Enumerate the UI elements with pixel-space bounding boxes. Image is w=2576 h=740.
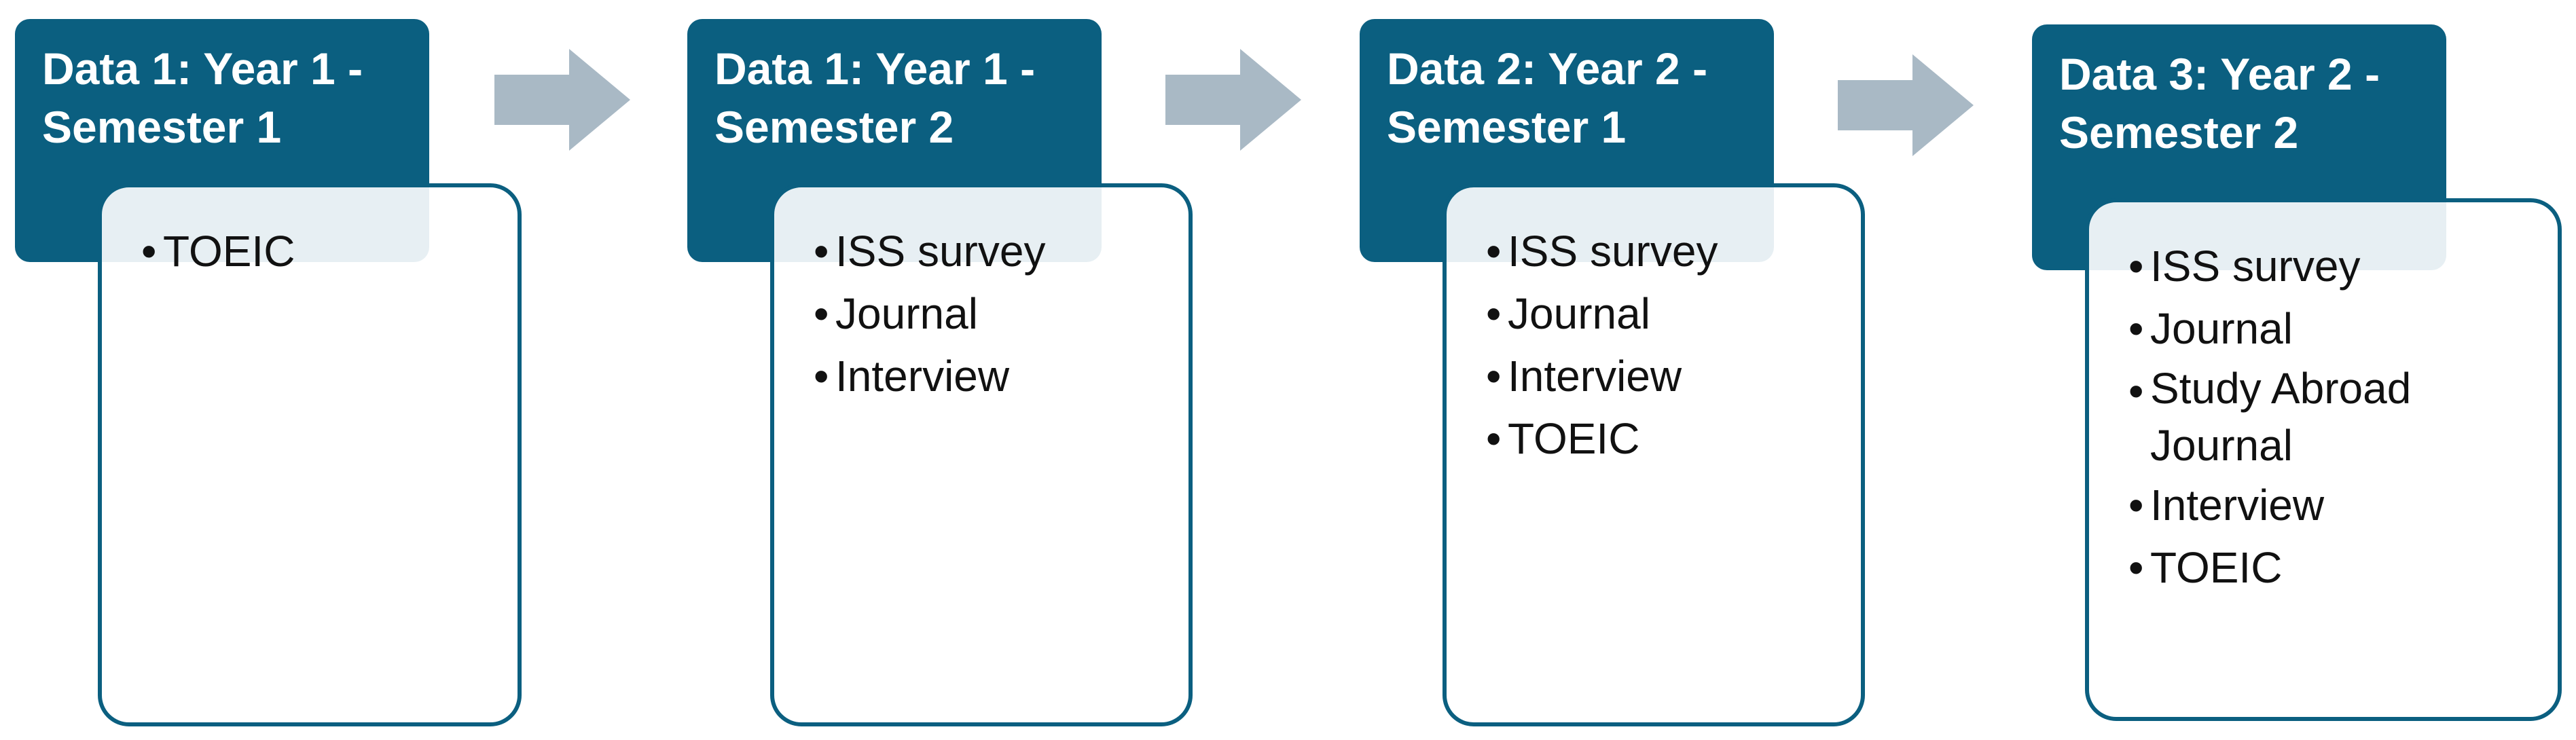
stage-4-item-3-text: Study Abroad Journal (2150, 364, 2412, 470)
stage-4-item-4: Interview (2128, 474, 2544, 536)
stage-2-card: ISS survey Journal Interview (770, 183, 1193, 726)
stage-3-item-2: Journal (1486, 282, 1847, 345)
stage-3-item-3: Interview (1486, 345, 1847, 407)
stage-3-header-line-1: Data 2: Year 2 - (1387, 43, 1708, 94)
arrow-right-icon (494, 49, 630, 151)
stage-4-item-list: ISS survey Journal Study Abroad Journal … (2128, 235, 2544, 599)
stage-4-header-line-2: Semester 2 (2059, 107, 2299, 158)
stage-2-item-2: Journal (814, 282, 1175, 345)
stage-4-header-line-1: Data 3: Year 2 - (2059, 49, 2380, 99)
stage-1-item-1: TOEIC (141, 220, 504, 282)
stage-3-item-list: ISS survey Journal Interview TOEIC (1486, 220, 1847, 470)
stage-4-item-2: Journal (2128, 297, 2544, 360)
stage-2-header-line-2: Semester 2 (714, 102, 954, 152)
stage-1-item-list: TOEIC (141, 220, 504, 282)
arrow-right-icon (1838, 54, 1974, 156)
stage-2-item-1: ISS survey (814, 220, 1175, 282)
stage-2-item-list: ISS survey Journal Interview (814, 220, 1175, 407)
stage-4-card: ISS survey Journal Study Abroad Journal … (2085, 198, 2562, 721)
stage-3-item-4: TOEIC (1486, 407, 1847, 470)
stage-2-item-3: Interview (814, 345, 1175, 407)
stage-4-item-5: TOEIC (2128, 536, 2544, 599)
stage-1-card: TOEIC (98, 183, 522, 726)
stage-4-item-1: ISS survey (2128, 235, 2544, 297)
arrow-right-icon (1165, 49, 1301, 151)
stage-1-header-line-1: Data 1: Year 1 - (42, 43, 363, 94)
stage-2-header: Data 1: Year 1 - Semester 2 (687, 19, 1102, 262)
stage-1-header-line-2: Semester 1 (42, 102, 282, 152)
stage-2-header-line-1: Data 1: Year 1 - (714, 43, 1036, 94)
stage-3-header-line-2: Semester 1 (1387, 102, 1627, 152)
stage-3-item-1: ISS survey (1486, 220, 1847, 282)
stage-3-card: ISS survey Journal Interview TOEIC (1443, 183, 1865, 726)
stage-4-item-3: Study Abroad Journal (2128, 360, 2544, 474)
